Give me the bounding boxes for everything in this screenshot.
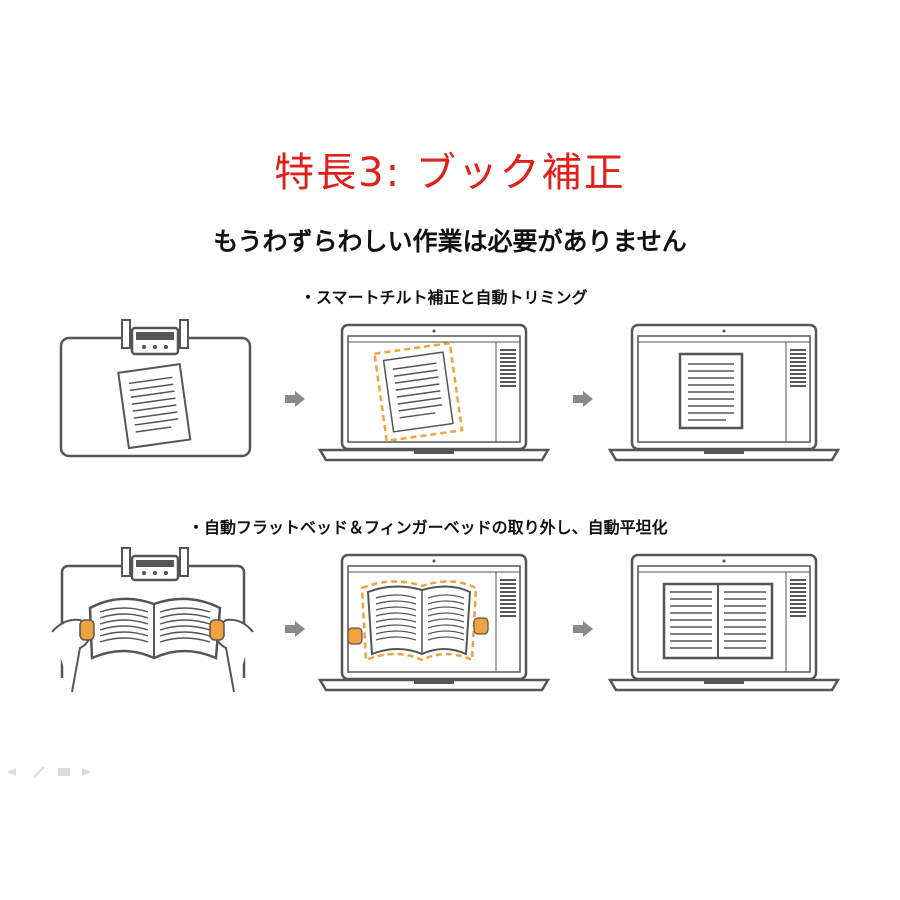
arrow-right-icon — [573, 621, 593, 637]
menu-icon[interactable] — [58, 768, 70, 776]
arrow-right-icon — [573, 391, 593, 407]
arrow-right-icon — [285, 621, 305, 637]
arrow-right-icon — [285, 391, 305, 407]
scanner-tilted-page-illustration — [59, 319, 252, 458]
scanner-book-fingers-illustration — [51, 547, 254, 693]
next-slide-icon[interactable] — [82, 768, 91, 776]
laptop-corrected-page-illustration — [608, 323, 840, 462]
page-subtitle: もうわずらわしい作業は必要がありません — [213, 227, 687, 256]
slideshow-toolbar — [4, 764, 100, 783]
previous-slide-icon[interactable] — [7, 768, 16, 776]
section-1-bullet: ・スマートチルト補正と自動トリミング — [300, 288, 588, 307]
section-2-bullet: ・自動フラットベッド＆フィンガーベッドの取り外し、自動平坦化 — [188, 518, 668, 537]
page-title: 特長3: ブック補正 — [274, 150, 626, 196]
laptop-tilted-crop-illustration — [318, 323, 550, 462]
pen-icon[interactable] — [33, 766, 45, 778]
laptop-book-detection-illustration — [318, 553, 550, 692]
laptop-flattened-book-illustration — [608, 553, 840, 692]
